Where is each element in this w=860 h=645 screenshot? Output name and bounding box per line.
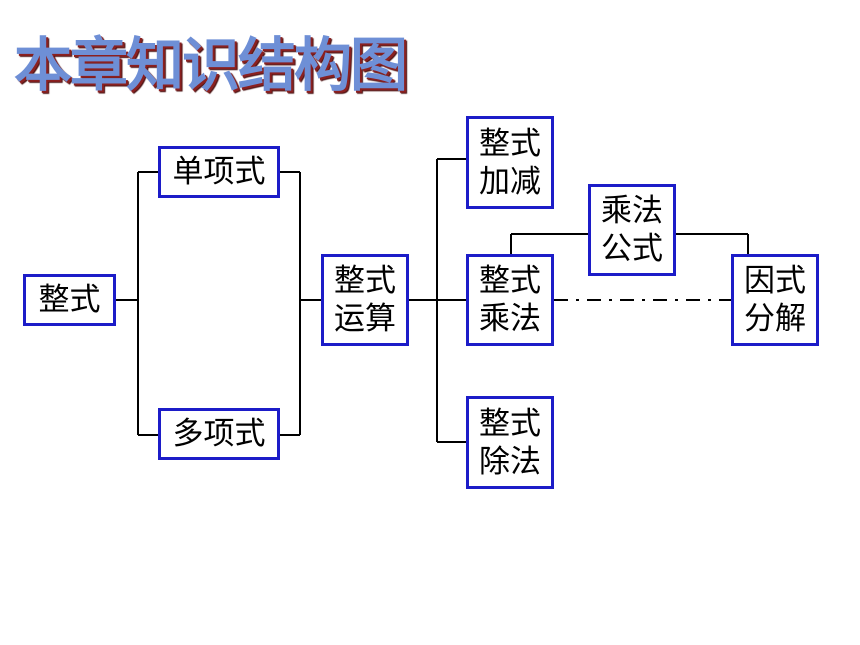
page-title: 本章知识结构图 xyxy=(14,31,408,99)
node-label: 除法 xyxy=(479,443,541,480)
node-zhengshi: 整式 xyxy=(23,274,116,326)
node-duoxiangshi: 多项式 xyxy=(158,408,280,460)
node-label: 整式 xyxy=(334,263,396,299)
node-chufa: 整式 除法 xyxy=(466,396,554,489)
node-label: 加减 xyxy=(479,163,541,200)
node-label: 因式 xyxy=(744,263,806,299)
node-label: 单项式 xyxy=(172,154,266,190)
node-gongshi: 乘法 公式 xyxy=(588,184,676,276)
node-danxiangshi: 单项式 xyxy=(158,146,280,198)
node-chengfa: 整式 乘法 xyxy=(466,254,554,346)
node-jiajian: 整式 加减 xyxy=(466,116,554,209)
node-label: 乘法 xyxy=(479,301,541,337)
node-label: 整式 xyxy=(38,282,101,318)
node-yunsuan: 整式 运算 xyxy=(321,254,409,346)
node-label: 运算 xyxy=(334,301,396,337)
node-label: 乘法 xyxy=(601,193,663,229)
node-yinshi: 因式 分解 xyxy=(731,254,819,346)
node-label: 公式 xyxy=(601,231,663,267)
node-label: 多项式 xyxy=(172,416,266,452)
node-label: 整式 xyxy=(479,125,541,162)
node-label: 整式 xyxy=(479,263,541,299)
node-label: 整式 xyxy=(479,405,541,442)
node-label: 分解 xyxy=(744,301,806,337)
